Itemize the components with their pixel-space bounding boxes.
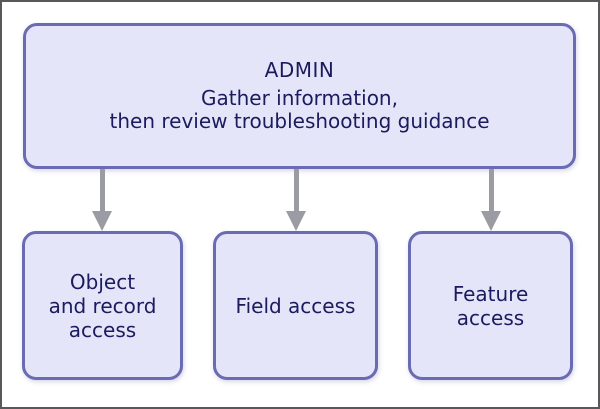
- admin-node: ADMIN Gather information, then review tr…: [23, 23, 576, 169]
- arrow-down-to-field-access: [286, 169, 306, 231]
- arrow-down-to-object-record-access: [92, 169, 112, 231]
- object-record-access-label: Object and record access: [48, 269, 157, 342]
- arrow-head-icon: [92, 211, 112, 231]
- feature-access-label: Feature access: [452, 281, 529, 330]
- arrow-shaft: [99, 169, 105, 211]
- arrow-head-icon: [286, 211, 306, 231]
- arrow-down-to-feature-access: [481, 169, 501, 231]
- object-record-access-node: Object and record access: [22, 231, 183, 380]
- admin-node-title: ADMIN: [264, 58, 335, 82]
- field-access-label: Field access: [235, 293, 356, 318]
- feature-access-node: Feature access: [408, 231, 573, 380]
- arrow-shaft: [293, 169, 299, 211]
- field-access-node: Field access: [213, 231, 378, 380]
- arrow-head-icon: [481, 211, 501, 231]
- admin-node-subtitle: Gather information, then review troubles…: [109, 86, 490, 133]
- arrow-shaft: [488, 169, 494, 211]
